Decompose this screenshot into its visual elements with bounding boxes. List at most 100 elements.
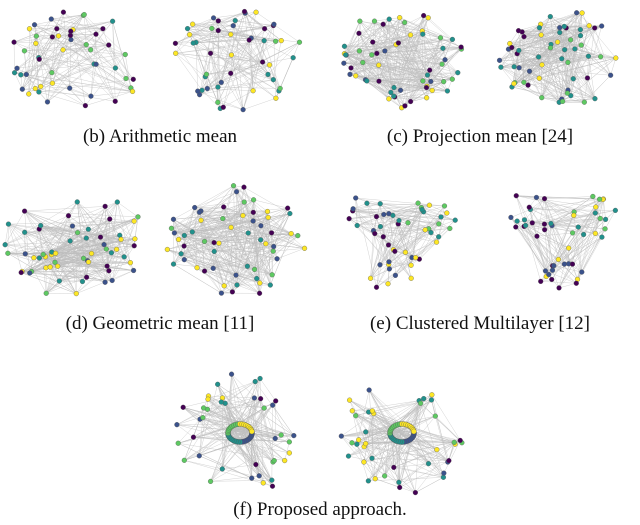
graph-edge [368,389,399,425]
graph-node [38,83,44,90]
graph-edge [374,233,412,279]
graph-node [81,255,87,261]
graph-edge [193,43,208,89]
graph-node [546,271,552,278]
graph-node [449,76,455,82]
graph-edge [390,427,412,435]
graph-node [592,210,598,216]
graph-edge [237,400,276,425]
graph-node [423,85,430,91]
graph-edge [231,12,257,56]
graph-node [599,234,605,240]
graph-edge [222,218,305,249]
graph-node [369,52,375,58]
graph-node [60,47,66,53]
graph-node [360,59,366,66]
graph-edge [39,44,109,60]
graph-edge [251,378,261,434]
graph-edge [544,218,601,225]
graph-edge [8,221,135,225]
graph-node [291,433,297,439]
graph-node [48,16,54,22]
graph-edge [539,27,565,50]
graph-edge [536,197,579,228]
graph-edge [193,39,250,44]
graph-edge [173,212,254,220]
graph-edge [573,78,596,99]
graph-edge [566,27,611,76]
graph-node [521,34,527,40]
graph-edge [551,225,596,234]
graph-node [391,93,397,99]
graph-node [290,55,296,61]
graph-edge [230,429,252,439]
graph-node [413,255,419,261]
graph-node [258,223,264,229]
graph-edge [243,187,274,252]
graph-edge [587,77,596,99]
graph-edge [77,201,135,246]
graph-edge [29,28,59,37]
graph-node [47,264,53,270]
graph-node [33,33,39,39]
graph-node [564,90,570,96]
graph-node [170,261,177,267]
graph-edge [70,28,103,36]
graph-edge [362,37,441,63]
graph-node [539,95,545,101]
graph-edge [200,220,214,269]
graph-edge [134,216,139,239]
graph-edge [514,12,583,67]
graph-edge [223,38,252,108]
graph-proposed-approach-left [174,371,297,489]
graph-edge [558,12,583,103]
graph-node [509,44,515,51]
graph-edge [175,43,208,89]
graph-edge [426,78,453,88]
graph-edge [40,225,71,242]
graph-node [97,234,104,240]
graph-node [201,405,207,411]
graph-edge [49,215,69,268]
graph-edge [35,43,133,92]
graph-edge [233,185,237,276]
graph-node [425,461,432,467]
graph-node [541,196,548,202]
graph-edge [35,88,116,102]
graph-node [109,277,115,284]
graph-edge [370,213,390,279]
graph-edge [426,70,430,87]
graph-edge [248,40,254,91]
graph-node [380,21,386,27]
graph-node [216,240,222,246]
graph-node [19,86,25,92]
graph-edge [581,12,611,76]
graph-node [508,214,514,221]
graph-edge [214,232,272,243]
graph-edge [174,232,237,276]
graph-edge [572,218,601,234]
graph-edge [395,440,400,488]
panel-arithmetic-mean: (b) Arithmetic mean [0,0,320,160]
graph-node [341,43,348,49]
graph-node [84,274,90,280]
graph-edge [24,211,30,274]
graph-edge [254,381,275,461]
graph-edge [223,90,254,108]
graph-edge [362,62,406,107]
graph-node [218,79,224,85]
graph-node [363,429,369,435]
graph-edge [22,36,53,90]
graph-edge [379,222,409,265]
graph-node [441,79,447,85]
graph-edge [545,232,573,272]
graph-edge [525,225,553,271]
graph-edge [243,441,260,476]
graph-node [176,236,182,243]
graph-edge [199,417,204,456]
graph-node [381,211,387,218]
graph-edge [204,212,254,272]
graph-node [196,209,203,215]
graph-node [274,256,280,262]
graph-node [526,204,532,210]
